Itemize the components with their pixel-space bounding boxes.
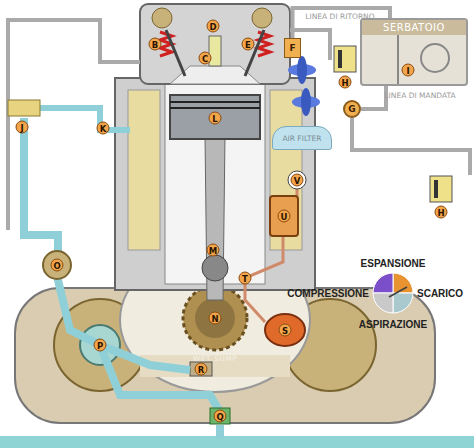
cylinder-head — [140, 4, 290, 84]
fuel-pickup — [397, 34, 399, 84]
crankshaft — [195, 298, 235, 338]
callout-letter: J — [16, 121, 29, 134]
callout-letter: S — [279, 324, 292, 337]
callout-letter: E — [242, 38, 255, 51]
fuel-tank: SERBATOIO — [360, 18, 468, 86]
fuel-filter — [430, 176, 452, 202]
callout-letter: I — [402, 64, 415, 77]
callout-letter: N — [209, 312, 222, 325]
callout-letter: U — [278, 210, 291, 223]
camshaft — [152, 8, 172, 28]
coolant-pipe — [40, 108, 130, 130]
node-label: SERBATOIO — [362, 20, 466, 35]
fan — [301, 88, 311, 116]
legend-swatch — [373, 273, 393, 293]
callout-letter: H — [435, 206, 448, 219]
water-pump — [80, 325, 120, 365]
callout-letter: M — [207, 244, 220, 257]
part-label: WET SUMP — [193, 354, 237, 363]
drain-valve — [210, 408, 230, 424]
coolant-pipe — [216, 425, 224, 438]
callout-letter: D — [207, 20, 220, 33]
callout-letter: O — [51, 259, 64, 272]
injection-pump: F — [284, 38, 301, 58]
water-jacket — [128, 90, 160, 250]
node-label: AIR FILTER — [282, 134, 321, 143]
callout-letter: P — [94, 339, 107, 352]
legend-label: COMPRESSIONE — [287, 288, 369, 299]
legend-swatch — [393, 293, 413, 313]
phase-pointer — [389, 287, 407, 297]
crankcase — [15, 288, 435, 423]
callout-letter: Q — [214, 410, 227, 423]
injector — [209, 36, 221, 66]
tank-body — [360, 18, 468, 86]
valve-stem — [166, 30, 185, 76]
callout-letter: V — [291, 174, 304, 187]
thermostat — [43, 251, 71, 279]
oil-strainer — [190, 362, 212, 376]
camshaft — [252, 8, 272, 28]
callout-letter: H — [339, 76, 352, 89]
node-label: G — [348, 104, 355, 114]
legend-label: ESPANSIONE — [361, 258, 426, 269]
piston — [170, 95, 260, 139]
oil-pump — [265, 314, 305, 346]
line-label: LINEA DI RITORNO — [305, 12, 374, 21]
air-filter: AIR FILTER — [272, 126, 332, 150]
oil-gauge — [288, 171, 306, 189]
piston-ring — [170, 107, 260, 109]
oil-filter — [270, 196, 298, 236]
pipe — [352, 118, 470, 175]
callout-letter: L — [209, 112, 222, 125]
radiator-cap — [8, 100, 40, 116]
callout-letter: B — [149, 38, 162, 51]
tank-cap — [421, 44, 449, 72]
feed-pump: G — [343, 100, 361, 118]
fuel-filter-element — [338, 50, 342, 68]
piston-ring — [170, 101, 260, 103]
fuel-line — [361, 86, 386, 109]
fuel-filter-element — [434, 180, 438, 198]
callout-letter: R — [195, 363, 208, 376]
fan — [297, 56, 307, 84]
callout-letter: K — [97, 122, 110, 135]
node-label: F — [289, 43, 295, 53]
line-label: LINEA DI MANDATA — [384, 91, 455, 100]
legend-label: SCARICO — [417, 288, 463, 299]
fuel-filter — [334, 46, 356, 72]
legend-label: ASPIRAZIONE — [359, 319, 427, 330]
crank-pin — [202, 255, 228, 281]
callout-letter: T — [239, 272, 252, 285]
water-ground — [0, 436, 474, 448]
water-jacket — [270, 90, 302, 250]
callout-letter: C — [199, 52, 212, 65]
coolant-pipe — [24, 118, 190, 370]
